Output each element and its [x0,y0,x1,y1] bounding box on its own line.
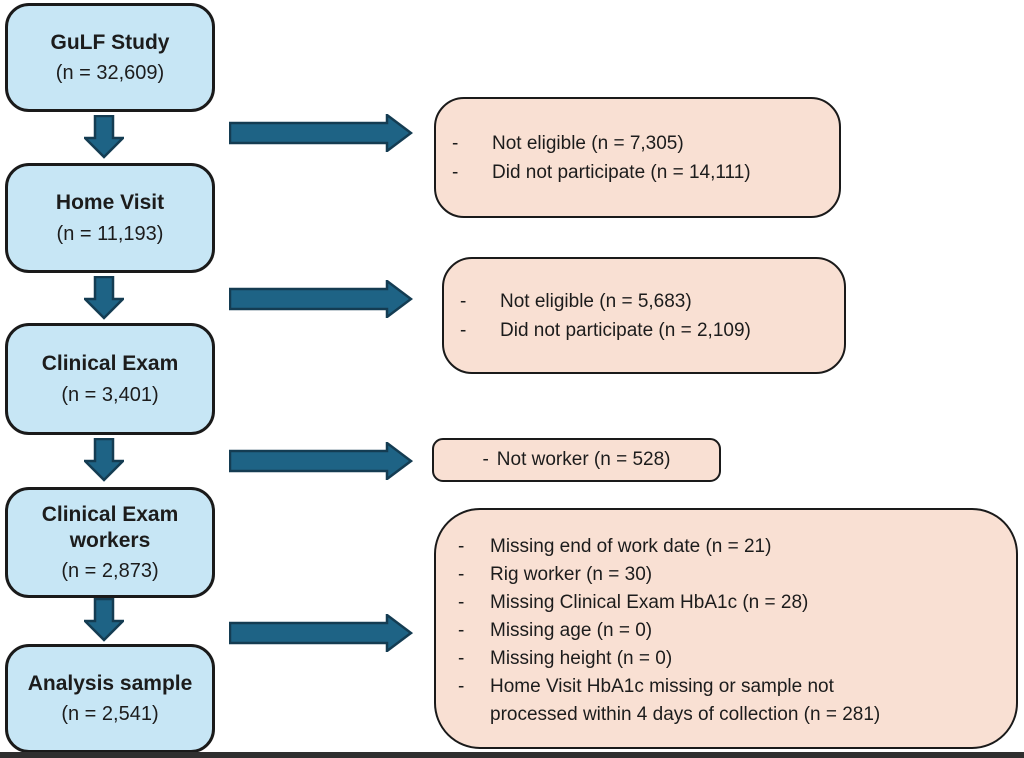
bullet-dash: - [482,449,489,470]
bullet-dash: - [460,319,467,341]
stage-box-home-visit: Home Visit (n = 11,193) [5,163,215,273]
right-arrow-4 [229,614,413,652]
bullet-dash: - [458,591,465,613]
exclusion-item: - Did not participate (n = 2,109) [460,316,824,345]
stage-count: (n = 11,193) [56,222,164,245]
bullet-dash: - [452,132,459,154]
stage-title: GuLF Study [50,30,170,54]
down-arrow-1 [84,115,124,159]
down-arrow-4 [84,598,124,642]
stage-title: Home Visit [55,191,165,215]
stage-count: (n = 2,873) [61,560,159,583]
right-arrow-2 [229,280,413,318]
stage-title: Clinical Exam workers [41,502,179,552]
bullet-dash: - [458,647,465,669]
exclusion-item: - Missing Clinical Exam HbA1c (n = 28) [458,589,990,617]
exclusion-box-2: - Not eligible (n = 5,683) - Did not par… [442,257,846,374]
exclusion-item: - Missing age (n = 0) [458,617,990,645]
stage-box-analysis-sample: Analysis sample (n = 2,541) [5,644,215,753]
stage-box-clinical-exam: Clinical Exam (n = 3,401) [5,323,215,435]
figure-bottom-border [0,752,1024,758]
exclusion-item: - Missing height (n = 0) [458,645,990,673]
stage-box-clinical-exam-workers: Clinical Exam workers (n = 2,873) [5,487,215,598]
stage-box-gulf-study: GuLF Study (n = 32,609) [5,3,215,112]
bullet-dash: - [458,563,465,585]
down-arrow-3 [84,438,124,482]
exclusion-item: - Missing end of work date (n = 21) [458,533,990,561]
bullet-dash: - [458,675,465,697]
exclusion-box-3: - Not worker (n = 528) [432,438,721,482]
exclusion-item: - Did not participate (n = 14,111) [452,158,819,187]
exclusion-box-4: - Missing end of work date (n = 21) - Ri… [434,508,1018,749]
exclusion-box-1: - Not eligible (n = 7,305) - Did not par… [434,97,841,218]
bullet-dash: - [458,535,465,557]
exclusion-item: - Home Visit HbA1c missing or sample not… [458,673,990,729]
exclusion-item: - Not eligible (n = 5,683) [460,287,824,316]
stage-count: (n = 32,609) [55,62,165,85]
right-arrow-1 [229,114,413,152]
stage-title: Analysis sample [27,671,193,695]
exclusion-item: - Not eligible (n = 7,305) [452,129,819,158]
stage-count: (n = 3,401) [61,383,159,406]
stage-count: (n = 2,541) [61,703,159,726]
exclusion-item: - Rig worker (n = 30) [458,561,990,589]
bullet-dash: - [460,290,467,312]
bullet-dash: - [452,161,459,183]
down-arrow-2 [84,276,124,320]
stage-title: Clinical Exam [41,352,179,376]
bullet-dash: - [458,619,465,641]
right-arrow-3 [229,442,413,480]
